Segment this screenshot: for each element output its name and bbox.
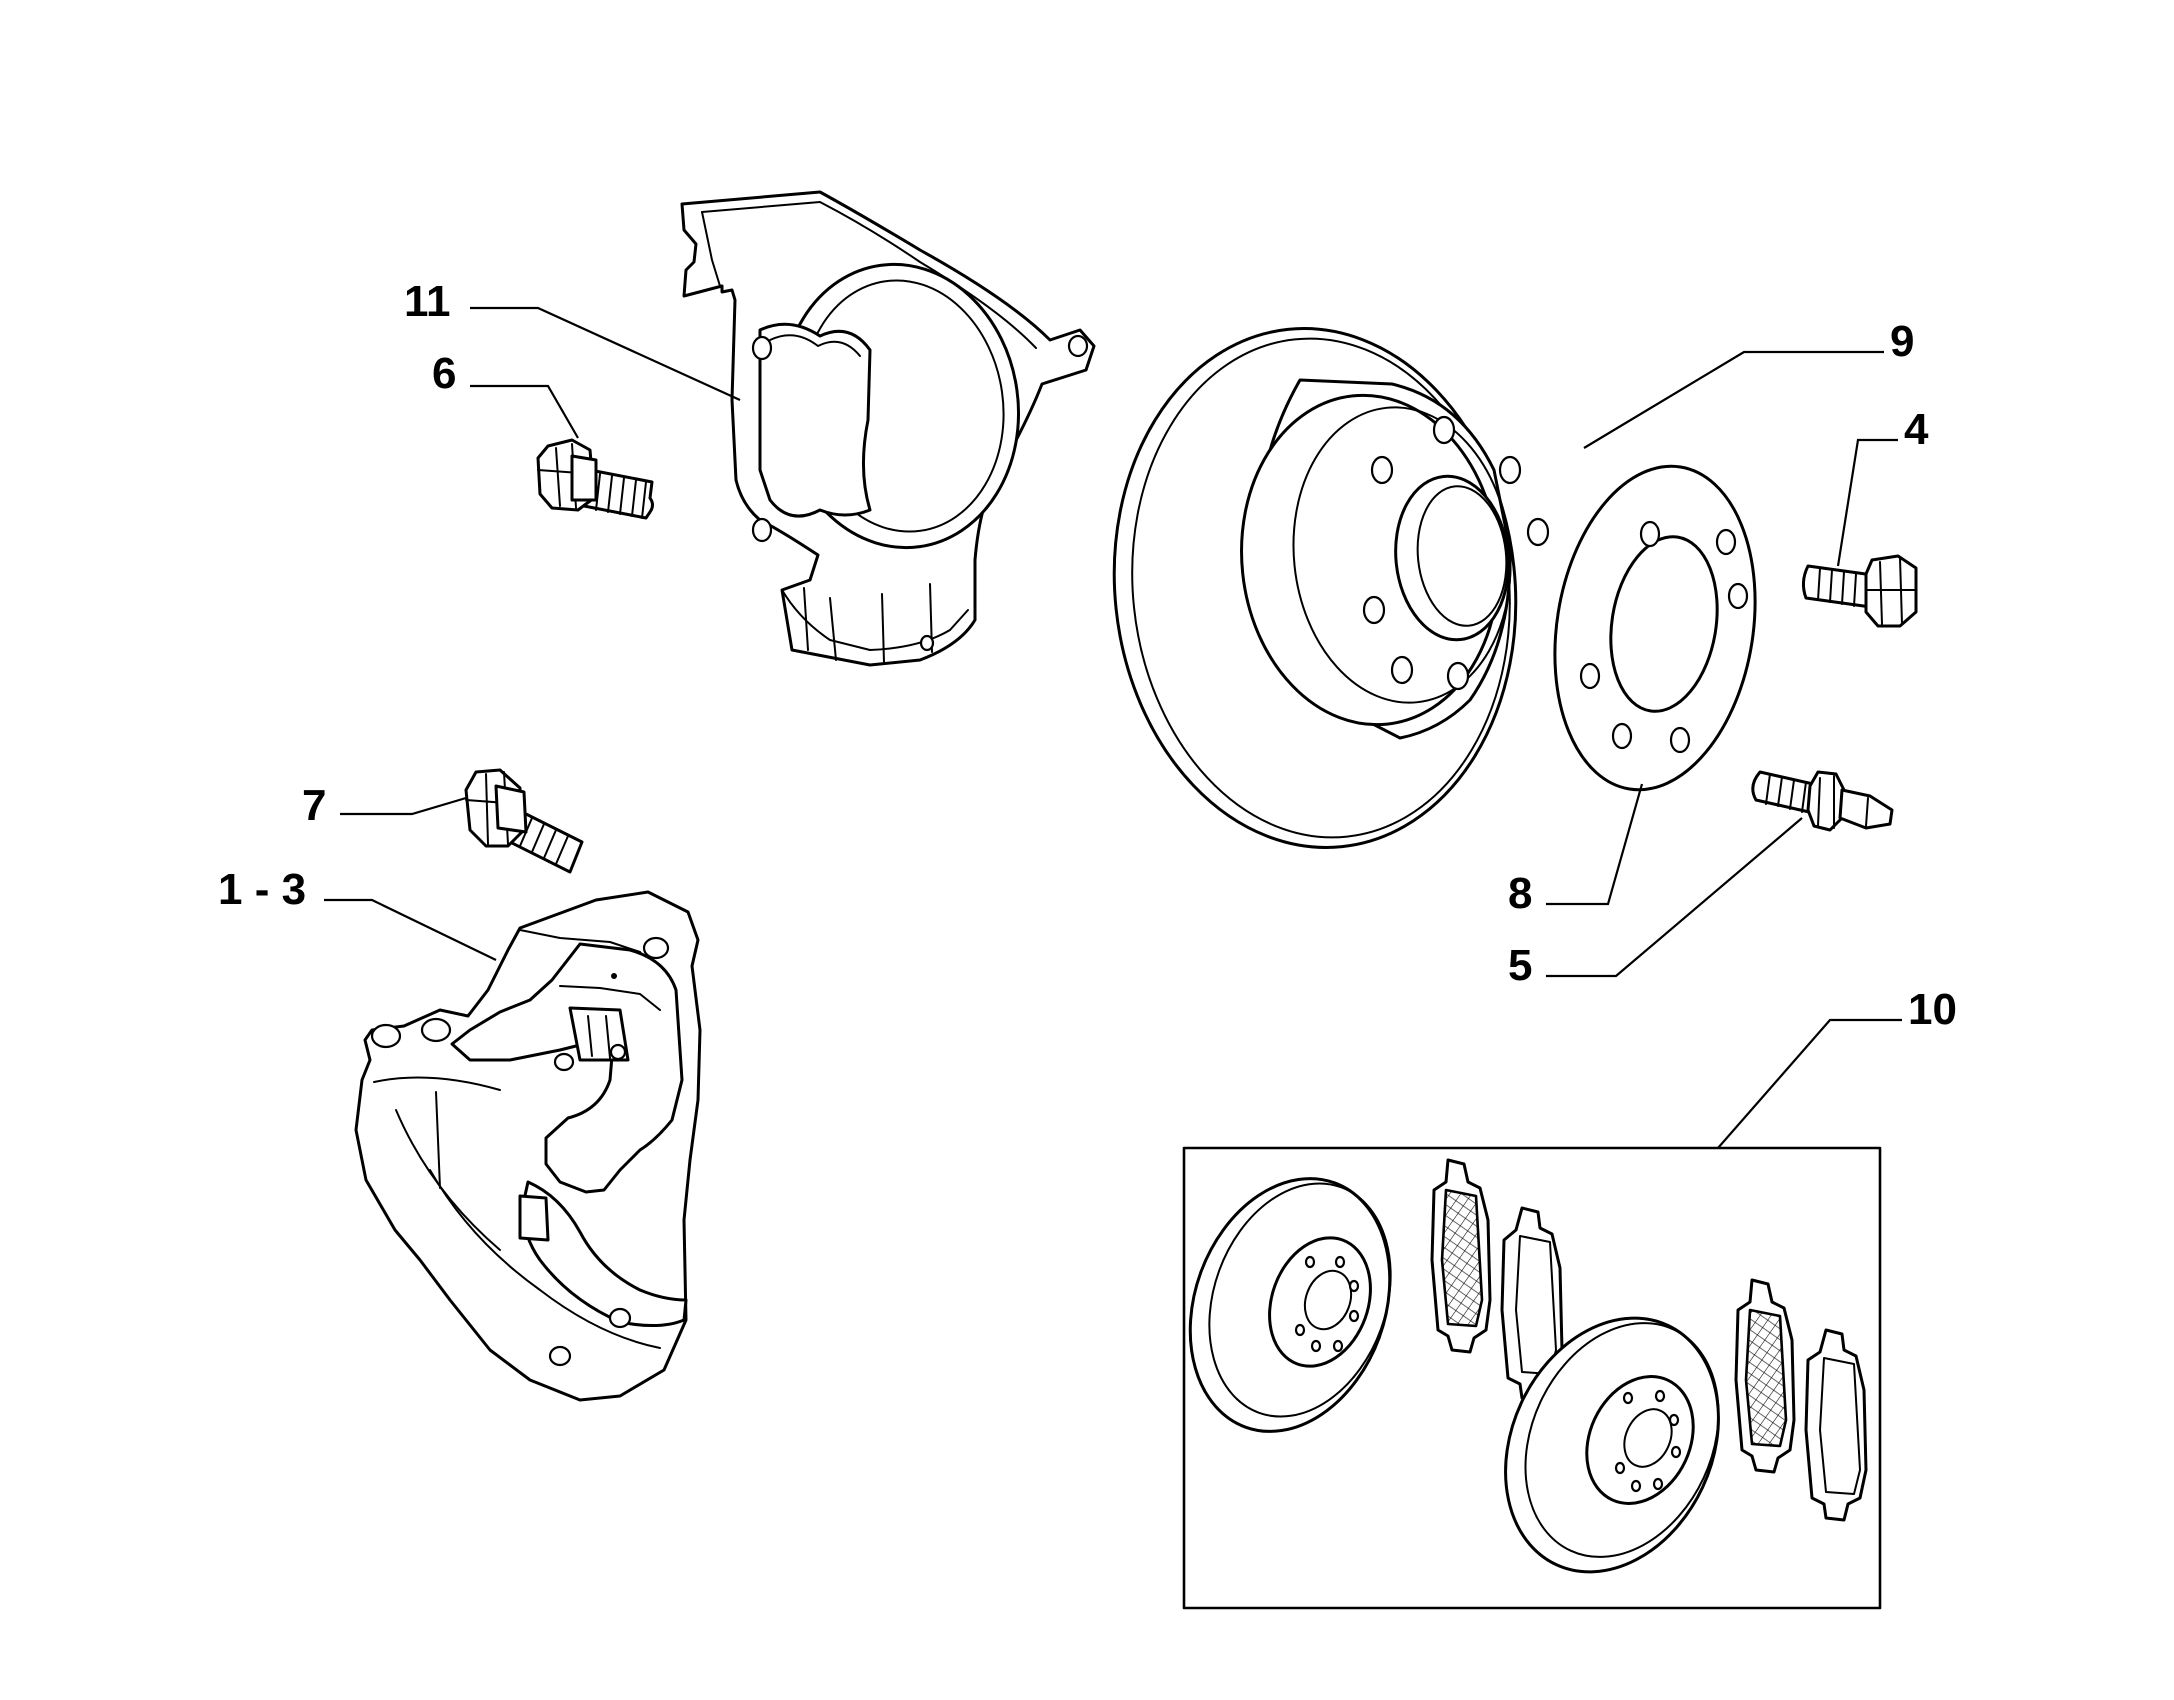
callout-labels: 11 6 7 1 - 3 9 4 8 5 10 <box>218 277 1957 1034</box>
callout-4: 4 <box>1904 405 1929 454</box>
kit-disc-right <box>1504 1316 1720 1574</box>
callout-10: 10 <box>1908 985 1957 1034</box>
brake-kit-part-10 <box>1182 1146 1882 1610</box>
leader-10 <box>1717 1018 1902 1149</box>
wheel-stud-part-5 <box>1751 770 1894 832</box>
leader-5 <box>1546 817 1803 978</box>
callout-11: 11 <box>404 277 451 326</box>
callout-6: 6 <box>432 349 456 398</box>
leader-6 <box>470 384 579 439</box>
callout-1-3: 1 - 3 <box>218 865 306 914</box>
callout-5: 5 <box>1508 941 1532 990</box>
leader-8 <box>1546 783 1644 906</box>
leader-11 <box>470 306 741 402</box>
callout-9: 9 <box>1890 317 1914 366</box>
kit-disc-left <box>1188 1177 1392 1433</box>
disc-bolt-part-4 <box>1801 554 1918 628</box>
leader-4 <box>1836 438 1898 567</box>
leader-1-3 <box>324 898 497 961</box>
leader-lines <box>324 306 1902 1149</box>
callout-8: 8 <box>1508 869 1532 918</box>
dust-shield-part-11 <box>680 190 1096 667</box>
caliper-bolt-part-7 <box>464 768 584 874</box>
kit-pads-right <box>1734 1278 1868 1522</box>
shield-bolt-part-6 <box>536 438 654 520</box>
shim-ring-part-8 <box>1553 464 1757 792</box>
leader-9 <box>1583 350 1884 449</box>
brake-disc-part-9 <box>1112 327 1550 849</box>
brake-caliper-part-1-3 <box>354 890 702 1402</box>
kit-pads-left <box>1430 1158 1564 1402</box>
leader-7 <box>340 796 467 816</box>
callout-7: 7 <box>302 781 326 830</box>
